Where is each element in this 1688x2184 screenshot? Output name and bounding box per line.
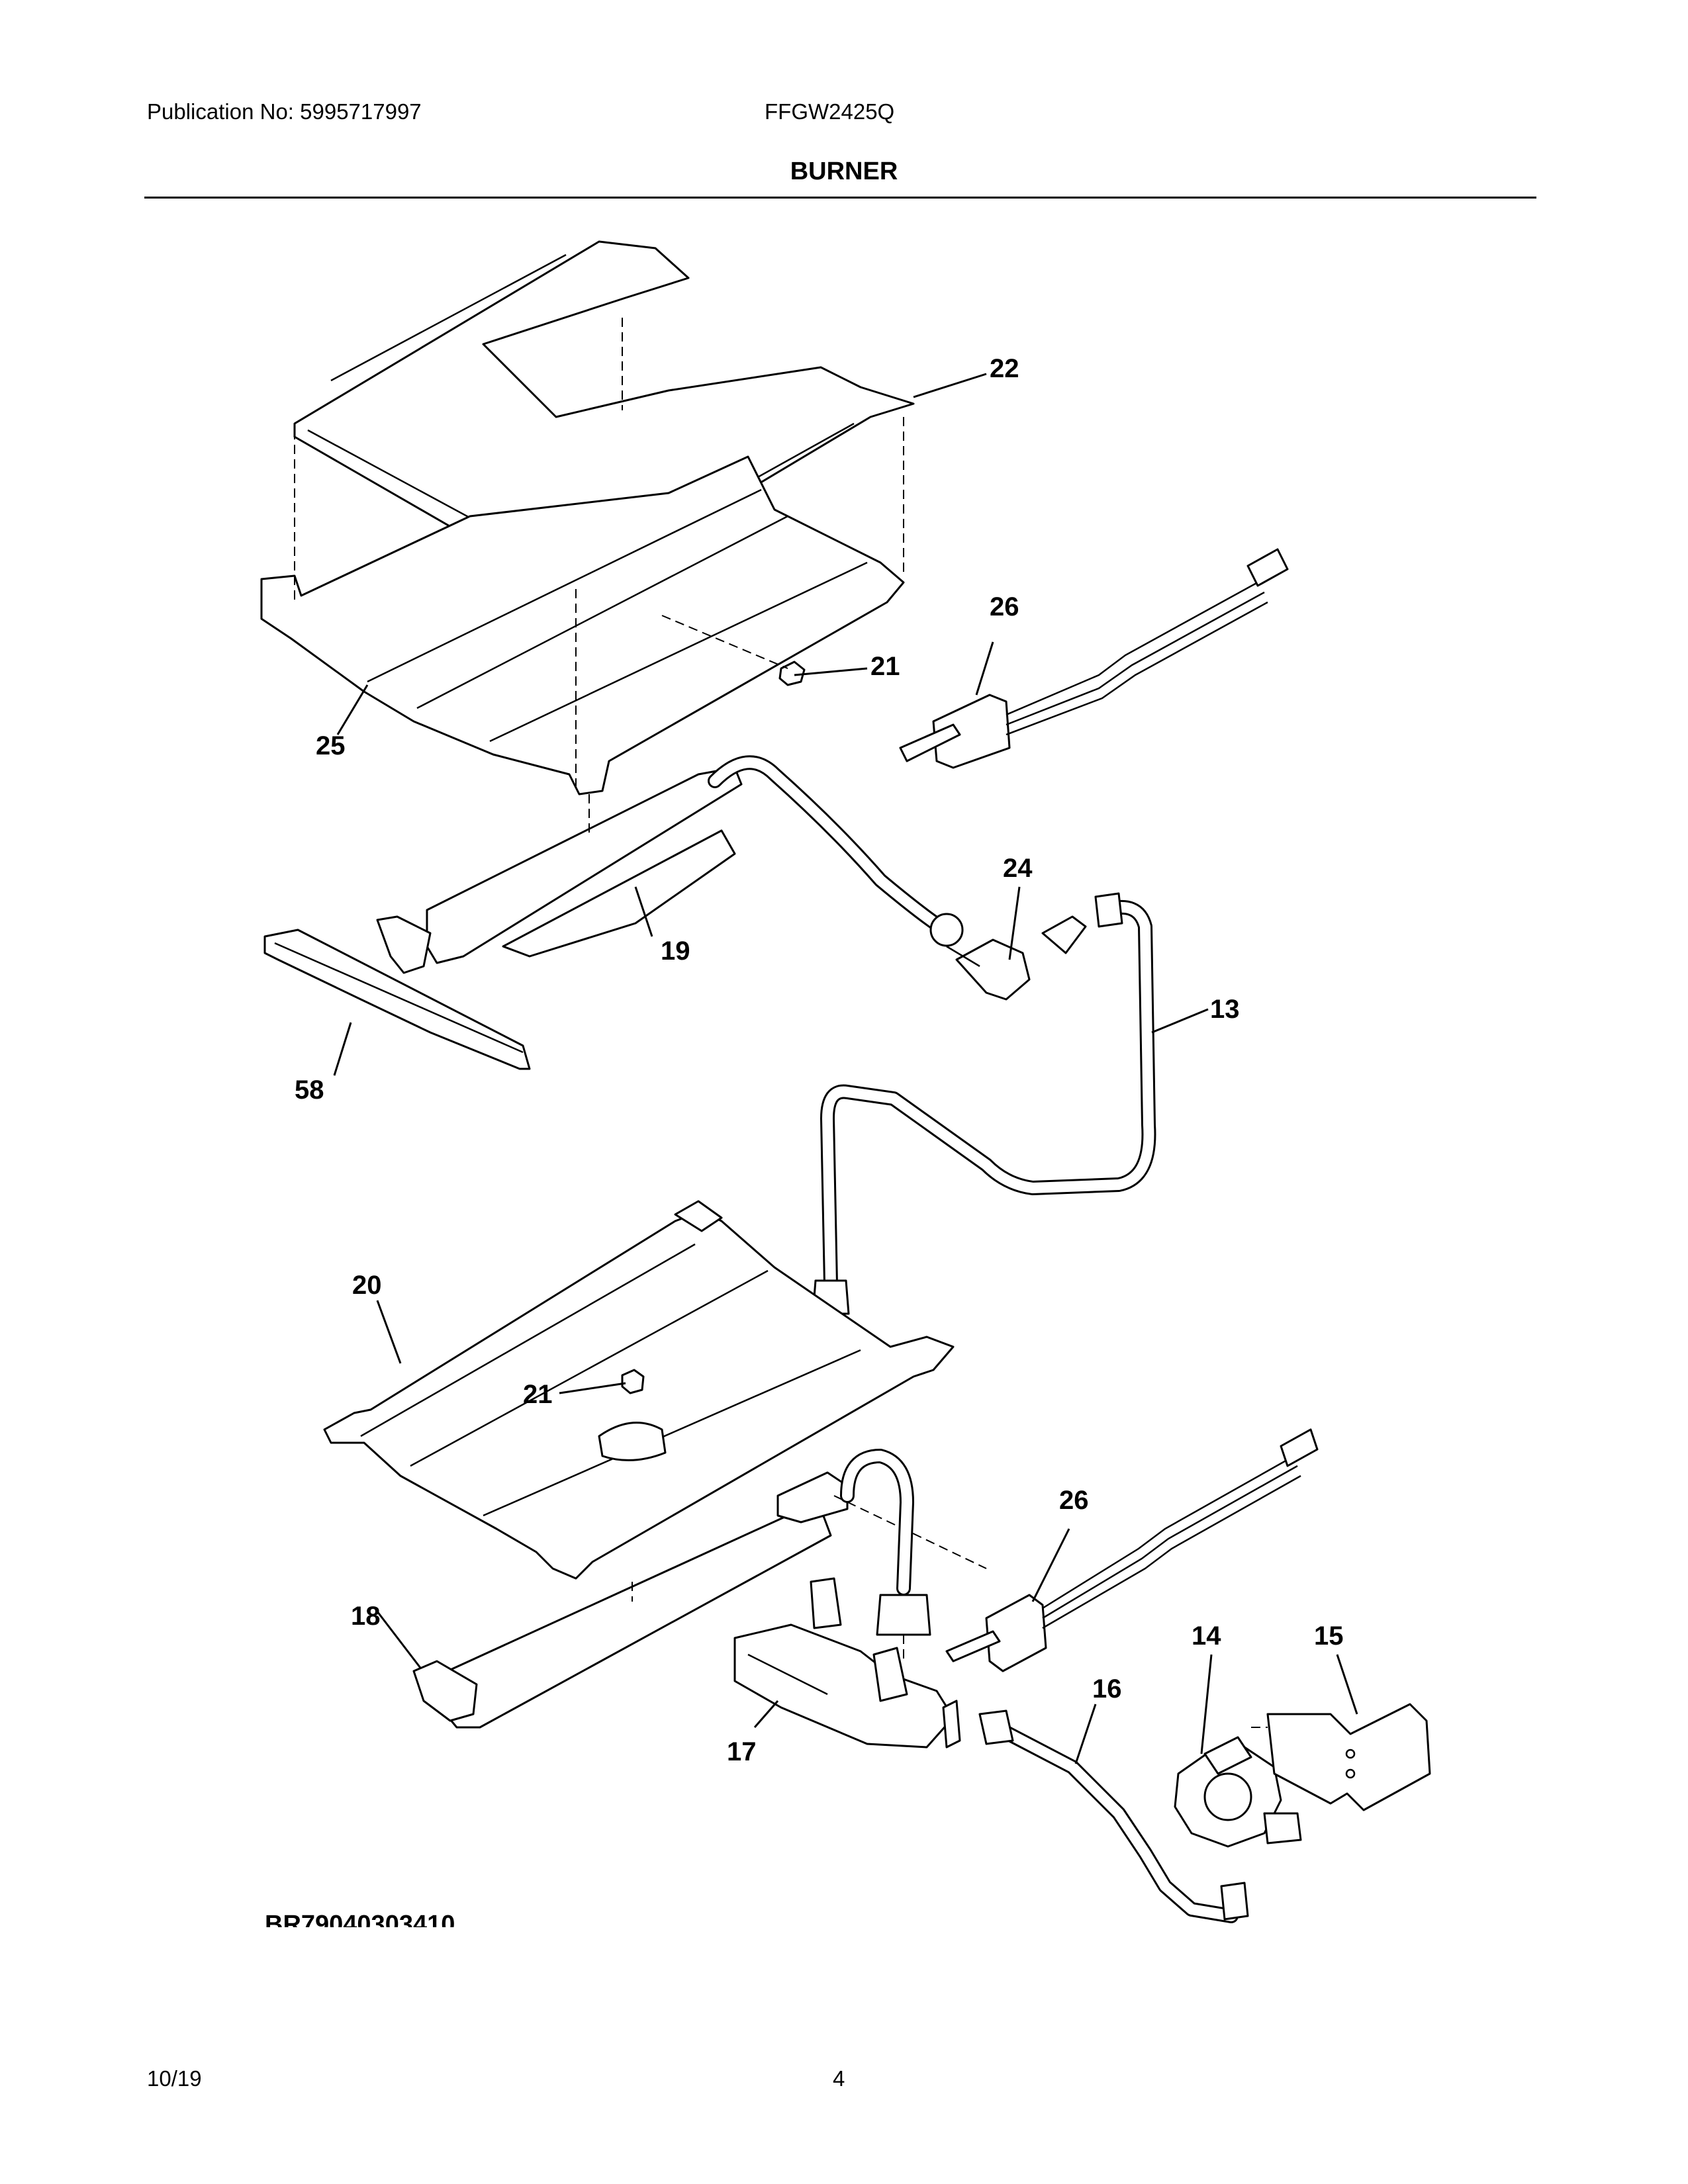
- callout-15: 15: [1314, 1621, 1344, 1651]
- part-24-orifice: [946, 915, 1087, 1001]
- callout-13: 13: [1210, 995, 1240, 1024]
- callout-58: 58: [295, 1075, 324, 1105]
- callout-20: 20: [352, 1271, 382, 1300]
- header-rule: [144, 197, 1536, 199]
- part-19-upper-burner: [376, 755, 964, 974]
- callout-18: 18: [351, 1602, 381, 1631]
- callout-21-lower: 21: [523, 1380, 553, 1409]
- callout-16: 16: [1092, 1674, 1122, 1704]
- part-21-nut-lower: [621, 1369, 645, 1394]
- part-26-igniter-upper: [899, 548, 1289, 769]
- leader-lines: [333, 373, 1358, 1764]
- part-17-valve-body: [733, 1577, 961, 1749]
- footer-date: 10/19: [147, 2066, 202, 2091]
- part-14-regulator: [1174, 1736, 1302, 1848]
- callout-17: 17: [727, 1737, 757, 1766]
- callout-22: 22: [990, 354, 1019, 383]
- callout-19: 19: [661, 936, 690, 966]
- callout-14: 14: [1192, 1621, 1221, 1651]
- callout-26-lower: 26: [1059, 1486, 1089, 1515]
- part-15-bracket: [1251, 1703, 1431, 1811]
- page-title: BURNER: [790, 158, 898, 185]
- part-25-upper-baffle: [260, 430, 905, 796]
- part-58-bracket: [263, 929, 531, 1070]
- model-number: FFGW2425Q: [765, 99, 895, 124]
- part-18-lower-burner: [412, 1471, 987, 1729]
- part-20-lower-baffle: [323, 1200, 955, 1580]
- publication-number: Publication No: 5995717997: [147, 99, 422, 124]
- callout-25: 25: [316, 731, 346, 760]
- callouts: 22 26 21 25 24 19 13 58 20 21 26 18 14 1…: [295, 354, 1344, 1766]
- part-21-nut-upper: [661, 615, 806, 686]
- callout-26-upper: 26: [990, 592, 1019, 621]
- reference-code-crop-mask: [252, 1927, 583, 1947]
- page-number: 4: [833, 2066, 845, 2091]
- part-16-supply-tube: [978, 1709, 1249, 1923]
- callout-24: 24: [1003, 854, 1033, 883]
- lower-venturi: [840, 1449, 931, 1661]
- callout-21-upper: 21: [870, 652, 900, 681]
- part-26-igniter-lower: [945, 1428, 1319, 1672]
